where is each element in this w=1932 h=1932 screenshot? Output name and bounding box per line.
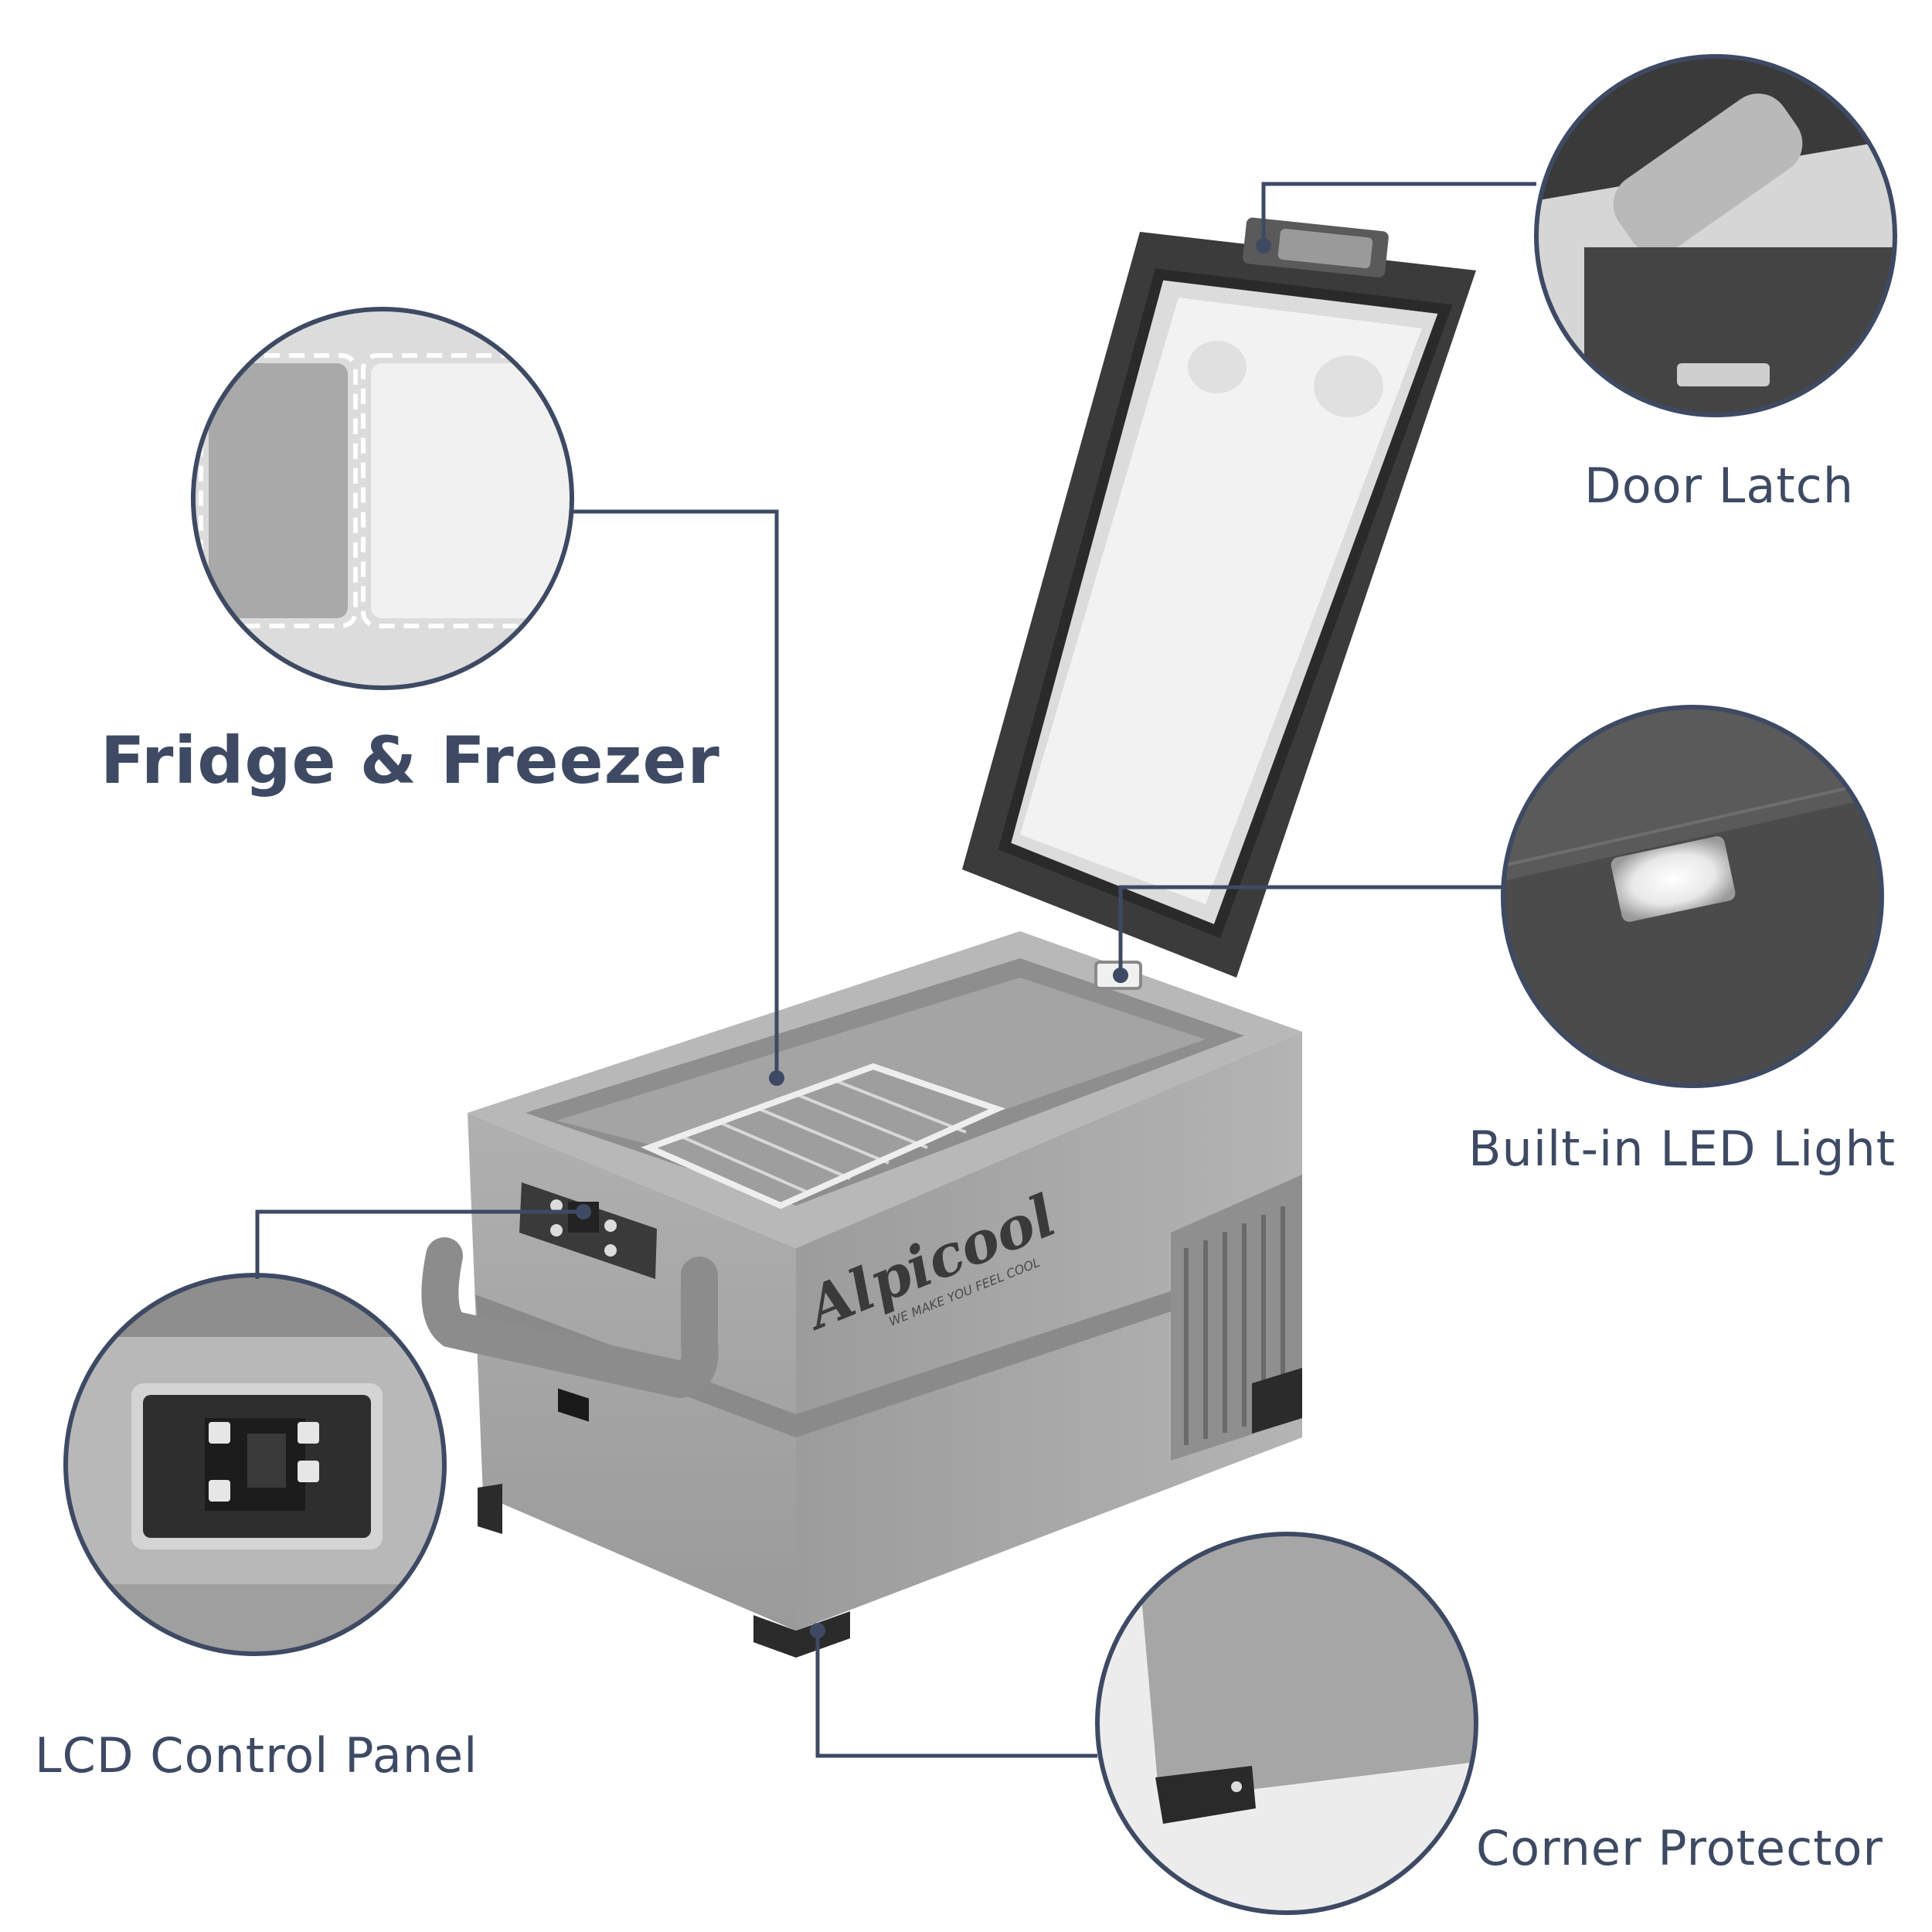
leader-corner <box>815 1631 1097 1758</box>
basket <box>641 1063 1005 1209</box>
label-led-light: Built-in LED Light <box>1468 1121 1896 1177</box>
lid <box>962 217 1476 978</box>
label-door-latch: Door Latch <box>1584 457 1855 514</box>
leader-latch <box>1261 182 1536 246</box>
leader-dots <box>576 238 1271 1638</box>
control-panel-small <box>519 1182 657 1422</box>
label-fridge-freezer: Fridge & Freezer <box>100 723 720 798</box>
detail-led-light <box>1501 705 1884 1088</box>
detail-fridge-freezer <box>191 307 574 690</box>
label-corner-protector: Corner Protector <box>1476 1820 1883 1876</box>
detail-door-latch <box>1534 54 1897 417</box>
label-lcd-panel: LCD Control Panel <box>35 1727 478 1784</box>
leader-lcd <box>255 1209 583 1279</box>
fridge-main: Alpicool WE MAKE YOU FEEL COOL <box>421 217 1476 1658</box>
detail-corner-protector <box>1095 1532 1478 1915</box>
leader-led <box>1118 885 1504 975</box>
detail-lcd-panel <box>63 1273 447 1656</box>
leader-lines <box>255 182 1536 1758</box>
leader-fridge <box>572 509 779 1078</box>
